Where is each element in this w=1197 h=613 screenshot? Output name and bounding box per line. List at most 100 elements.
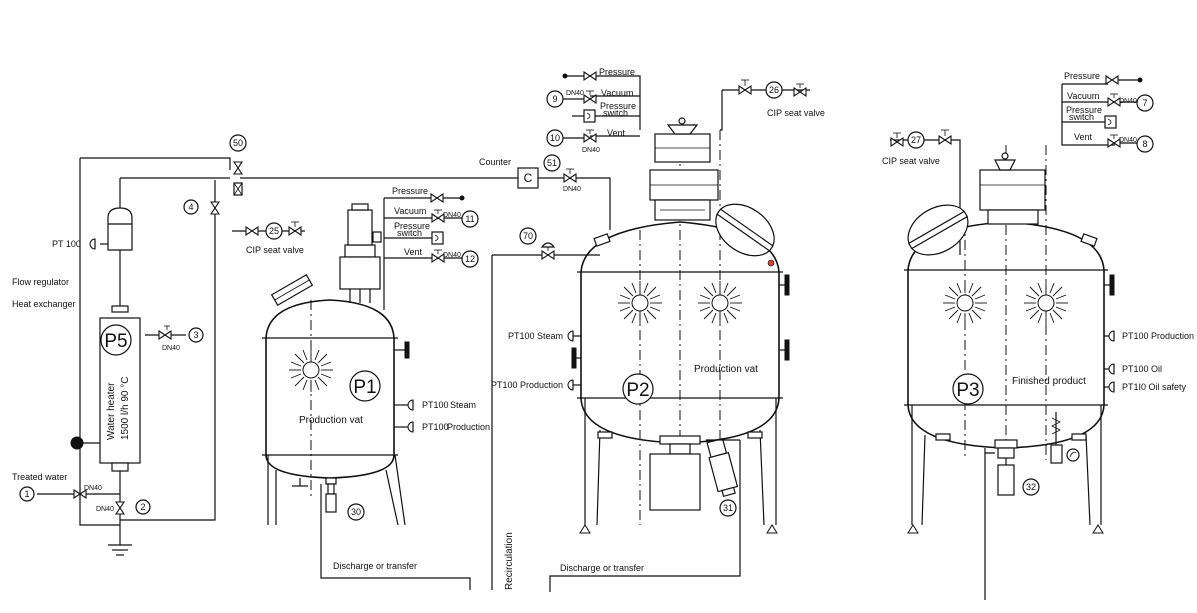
tag-4: 4	[188, 202, 193, 212]
agitator-icon	[942, 280, 988, 326]
agitator-icon	[288, 347, 334, 393]
p1-section: 25 CIP seat valve 30 Discharge or	[232, 186, 490, 590]
p5-spec: 1500 l/h 90 °C	[120, 377, 131, 441]
p1-pt100-steam-a: PT100	[422, 400, 449, 410]
recirculation-label: Recirculation	[504, 532, 515, 590]
p1-pt100-production-b: Production	[447, 422, 490, 432]
counter-label: Counter	[479, 157, 511, 167]
p3-pressure-switch-2: switch	[1069, 112, 1094, 122]
oil-sensor-icon	[1066, 448, 1080, 462]
valve-icon	[541, 250, 555, 260]
valve-icon	[563, 173, 577, 183]
tag-1: 1	[24, 489, 29, 499]
discharge-p1: Discharge or transfer	[333, 561, 417, 571]
p2-pressure-switch-1: Pressure	[600, 101, 636, 111]
agitator-icon	[1023, 280, 1069, 326]
dn40-label: DN40	[563, 186, 581, 193]
leg-foot-icon	[579, 524, 591, 534]
p2-tag: P2	[626, 380, 649, 401]
p1-tag: P1	[353, 377, 376, 398]
valve-icon	[583, 133, 597, 143]
p1-pressure-switch-1: Pressure	[394, 221, 430, 231]
p1-title: Production vat	[299, 415, 363, 426]
pt100-oil-safety-sensor-icon	[1108, 381, 1115, 393]
p3-vacuum: Vacuum	[1067, 91, 1099, 101]
agitator-icon	[617, 280, 663, 326]
p1-vacuum: Vacuum	[394, 206, 426, 216]
agitator-icon	[697, 280, 743, 326]
tag-7: 7	[1142, 98, 1147, 108]
valve-icon	[245, 226, 259, 236]
tag-12: 12	[465, 254, 475, 264]
dn40-label: DN40	[1119, 137, 1137, 144]
pt100-steam-sensor-icon	[407, 399, 414, 411]
tag-9: 9	[552, 94, 557, 104]
cip-seat-valve-p3: CIP seat valve	[882, 156, 940, 166]
tag-32: 32	[1026, 482, 1036, 492]
valve-icon	[115, 501, 125, 515]
p3-pressure: Pressure	[1064, 71, 1100, 81]
treated-water-label: Treated water	[12, 472, 67, 482]
dn40-label: DN40	[582, 147, 600, 154]
p3-section: Pressure Vacuum Pressure switch Vent DN4…	[882, 71, 1194, 600]
p2-vacuum: Vacuum	[601, 88, 633, 98]
p3-pt100-production: PT100 Production	[1122, 331, 1194, 341]
tag-8: 8	[1142, 139, 1147, 149]
valve-icon	[583, 71, 597, 81]
p2-title: Production vat	[694, 364, 758, 375]
discharge-p2: Discharge or transfer	[560, 563, 644, 573]
tag-27: 27	[911, 135, 921, 145]
p5-section: PT 100 P5 Water heater 1500 l/h 90 °C Fl…	[12, 134, 611, 556]
counter-box	[517, 167, 539, 189]
valve-icon	[1105, 75, 1119, 85]
p5-title: Water heater	[106, 382, 117, 440]
p2-pt100-steam: PT100 Steam	[508, 331, 563, 341]
pressure-switch-icon	[583, 109, 596, 123]
valve-icon	[738, 85, 752, 95]
valve-icon	[288, 226, 302, 236]
dn40-label: DN40	[443, 252, 461, 259]
dn40-label: DN40	[84, 485, 102, 492]
heater-element-icon	[70, 436, 84, 450]
tag-25: 25	[269, 226, 279, 236]
p2-pressure: Pressure	[599, 67, 635, 77]
pt100-steam-sensor-icon	[567, 330, 574, 342]
p1-vent: Vent	[404, 247, 423, 257]
p2-pt100-production: PT100 Production	[491, 380, 563, 390]
dn40-label: DN40	[96, 506, 114, 513]
tag-51: 51	[547, 158, 557, 168]
pt100-production-sensor-icon	[1108, 330, 1115, 342]
leg-foot-icon	[766, 524, 778, 534]
tag-31: 31	[723, 503, 733, 513]
counter-symbol: C	[524, 171, 533, 185]
p2-section: Pressure Vacuum Pressure switch Vent DN4…	[491, 67, 825, 592]
leg-foot-icon	[1092, 524, 1104, 534]
dn40-label: DN40	[1119, 98, 1137, 105]
flow-regulator-label: Flow regulator	[12, 277, 69, 287]
p3-pressure-switch-1: Pressure	[1066, 105, 1102, 115]
p2-pressure-switch-2: switch	[603, 108, 628, 118]
p5-tag	[100, 324, 132, 356]
valve-icon	[430, 193, 444, 203]
tag-2: 2	[140, 502, 145, 512]
valve-icon	[233, 161, 243, 175]
p1-pt100-production-a: PT100	[422, 422, 449, 432]
p1-pt100-steam-b: Steam	[450, 400, 476, 410]
tag-50: 50	[233, 138, 243, 148]
valve-icon	[890, 137, 904, 147]
cip-seat-valve-p2: CIP seat valve	[767, 108, 825, 118]
p1-pressure-switch-2: switch	[397, 228, 422, 238]
leg-foot-icon	[907, 524, 919, 534]
valve-icon	[158, 330, 172, 340]
p3-pt100-oil: PT100 Oil	[1122, 364, 1162, 374]
p2-vent: Vent	[607, 128, 626, 138]
p3-pt100-oil-safety: PT1I0 Oil safety	[1122, 382, 1187, 392]
dn40-label: DN40	[443, 212, 461, 219]
dn40-label: DN40	[566, 90, 584, 97]
dn40-label: DN40	[162, 345, 180, 352]
p3-title: Finished product	[1012, 376, 1086, 387]
tag-30: 30	[351, 507, 361, 517]
tag-70: 70	[523, 231, 533, 241]
valve-icon	[793, 87, 807, 97]
